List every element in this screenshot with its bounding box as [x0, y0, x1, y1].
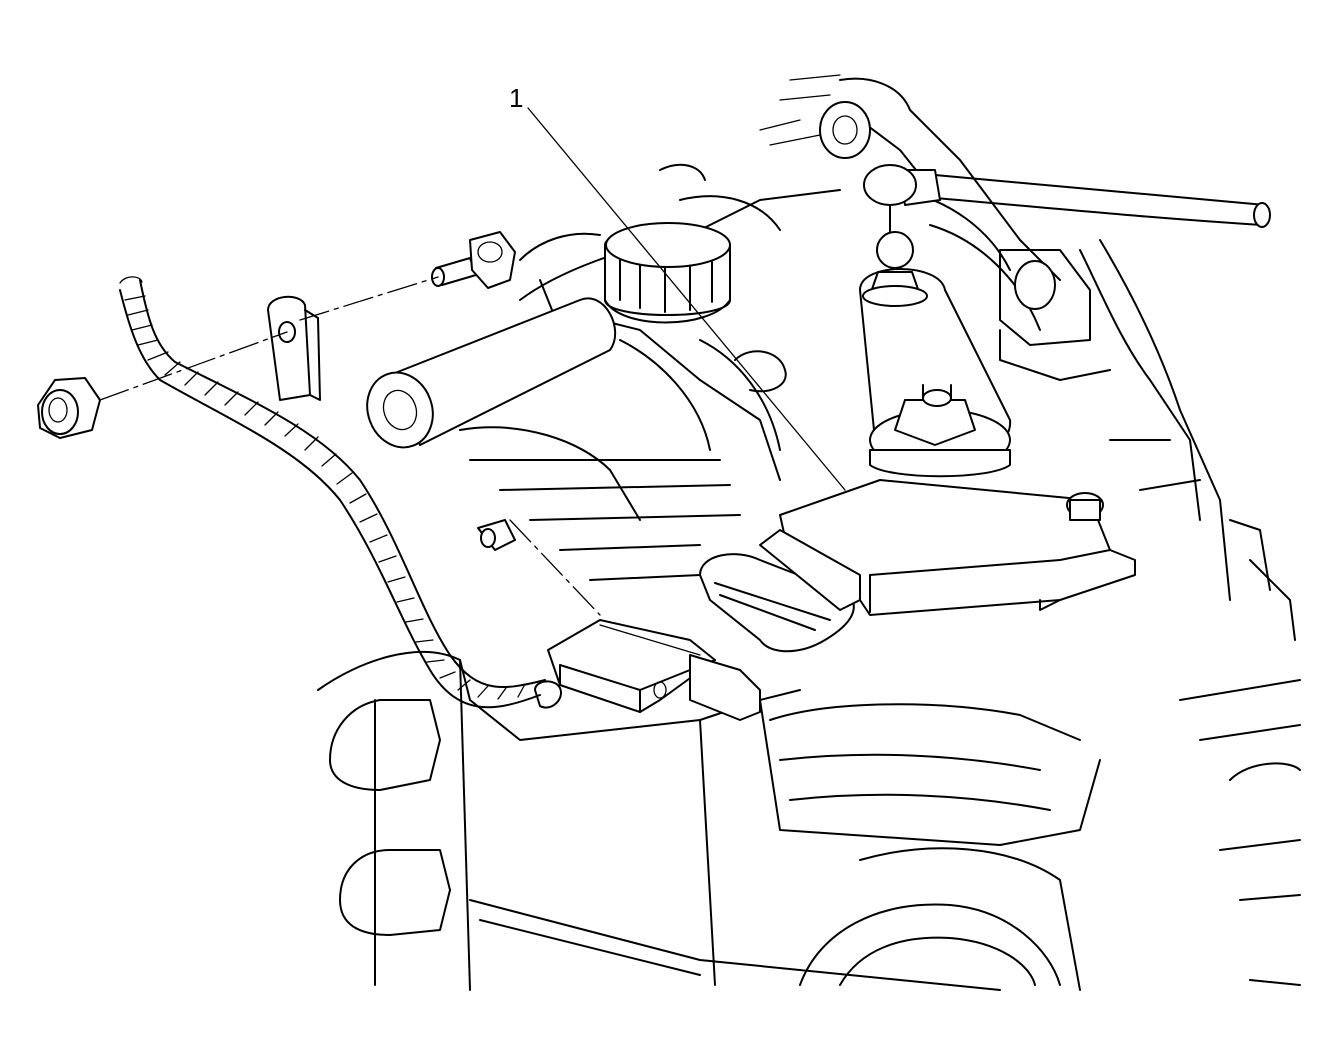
- transmission-case: [317, 651, 1301, 991]
- filler-cap: [604, 222, 731, 324]
- callout-1-leader: [527, 107, 846, 491]
- shift-lever: [859, 231, 1012, 478]
- harness-connector: [534, 619, 761, 721]
- wire-harness-conduit: [119, 276, 546, 709]
- harness-retainer-clip: [477, 519, 516, 551]
- mounting-stud: [431, 231, 516, 289]
- assembly-alignment-lines: [99, 276, 601, 616]
- harness-bracket: [267, 295, 321, 401]
- accumulator-cylinder: [366, 297, 617, 449]
- flange-nut: [37, 377, 101, 439]
- shift-cable: [863, 164, 1271, 236]
- callout-1-label: 1: [509, 83, 523, 113]
- transmission-range-switch: [699, 479, 1136, 653]
